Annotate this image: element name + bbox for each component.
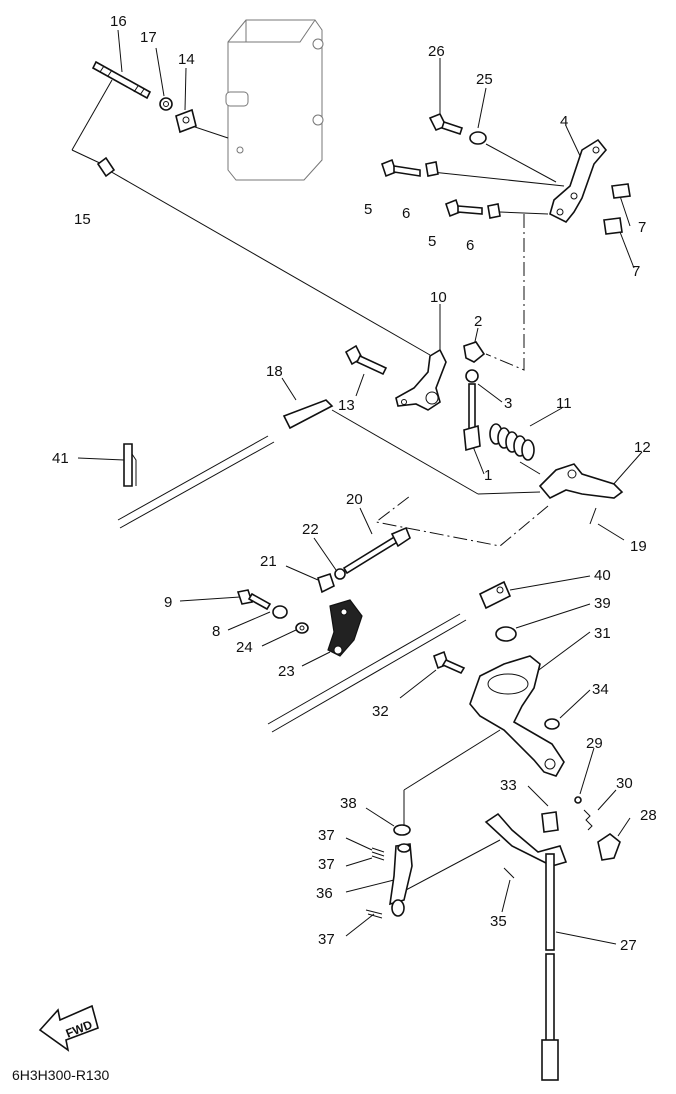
part-37-clip-c [365,909,383,919]
part-9-bolt [236,589,272,611]
part-13-bolt [344,344,388,376]
label-26: 26 [428,43,445,60]
label-13: 13 [338,397,355,414]
label-17: 17 [140,29,157,46]
label-35: 35 [490,913,507,930]
label-12: 12 [634,439,651,456]
part-33-collar [541,811,559,833]
label-37-b: 37 [318,856,335,873]
callout-labels: 1 2 3 4 5 5 6 6 7 7 8 9 10 11 12 13 14 1… [52,13,657,954]
label-28: 28 [640,807,657,824]
part-4-lever [549,138,608,224]
label-14: 14 [178,51,195,68]
part-35-pin [503,867,515,879]
label-38: 38 [340,795,357,812]
label-41: 41 [52,450,69,467]
label-24: 24 [236,639,253,656]
part-21-joint [317,572,335,594]
label-7-lower: 7 [632,263,640,280]
label-6-upper: 6 [402,205,410,222]
label-3: 3 [504,395,512,412]
label-10: 10 [430,289,447,306]
part-7-collar-upper [611,183,631,199]
fwd-arrow-icon: FWD [38,1004,99,1052]
leader-lines [71,29,643,945]
part-38-washer [393,824,411,836]
part-20-rod [342,526,411,575]
part-37-clip-a [371,847,385,857]
part-39-bushing [495,626,517,642]
label-25: 25 [476,71,493,88]
label-2: 2 [474,313,482,330]
label-32: 32 [372,703,389,720]
part-37-clip-b [371,855,385,861]
label-31: 31 [594,625,611,642]
part-41-clip [123,443,137,487]
part-16-stud-bolt [91,60,152,100]
engine-block-outline [225,19,324,181]
label-40: 40 [594,567,611,584]
part-1-rod [463,383,481,452]
part-30-spring [583,809,593,831]
label-9: 9 [164,594,172,611]
label-15: 15 [74,211,91,228]
label-37-c: 37 [318,931,335,948]
part-31-shift-lever [469,655,565,777]
part-34-washer [544,718,560,730]
label-11: 11 [556,395,572,412]
part-10-throttle-lever [395,348,447,411]
part-11-spring [489,423,535,461]
part-24-washer [295,622,309,634]
label-23: 23 [278,663,295,680]
part-40-cable-joint [478,580,512,610]
part-5-bolt-upper [381,158,421,178]
label-1: 1 [484,467,492,484]
part-36-shift-arm [389,843,413,917]
label-33: 33 [500,777,517,794]
label-39: 39 [594,595,611,612]
part-25-collar [469,131,487,145]
label-16: 16 [110,13,127,30]
label-5-lower: 5 [428,233,436,250]
part-17-nut [159,97,173,111]
part-28-plug [597,833,621,861]
part-8-collar [272,605,288,619]
part-5-bolt-lower [445,198,483,218]
part-12-lever [538,463,624,499]
label-5-upper: 5 [364,201,372,218]
part-19-pin [589,507,597,525]
part-23-lever [327,599,363,657]
part-6-nut-upper [425,161,439,177]
diagram-code: 6H3H300-R130 [12,1067,109,1083]
label-36: 36 [316,885,333,902]
part-32-bolt [433,650,466,675]
part-2-clip [463,341,486,363]
part-3-nut [465,369,479,383]
part-15-rod-end [96,156,116,178]
part-7-collar-lower [603,217,623,235]
label-7-upper: 7 [638,219,646,236]
label-22: 22 [302,521,319,538]
label-20: 20 [346,491,363,508]
part-22-nut [334,568,346,580]
label-8: 8 [212,623,220,640]
part-26-bolt [428,112,464,136]
label-6-lower: 6 [466,237,474,254]
part-14-joint [175,108,197,134]
label-19: 19 [630,538,647,555]
label-21: 21 [260,553,277,570]
part-27-shift-rod [484,812,568,1081]
label-30: 30 [616,775,633,792]
label-37-a: 37 [318,827,335,844]
label-34: 34 [592,681,609,698]
label-4: 4 [560,113,568,130]
label-29: 29 [586,735,603,752]
label-18: 18 [266,363,283,380]
part-6-nut-lower [487,203,501,219]
part-29-ball [574,796,582,804]
label-27: 27 [620,937,637,954]
part-18-cable-end [282,399,334,430]
